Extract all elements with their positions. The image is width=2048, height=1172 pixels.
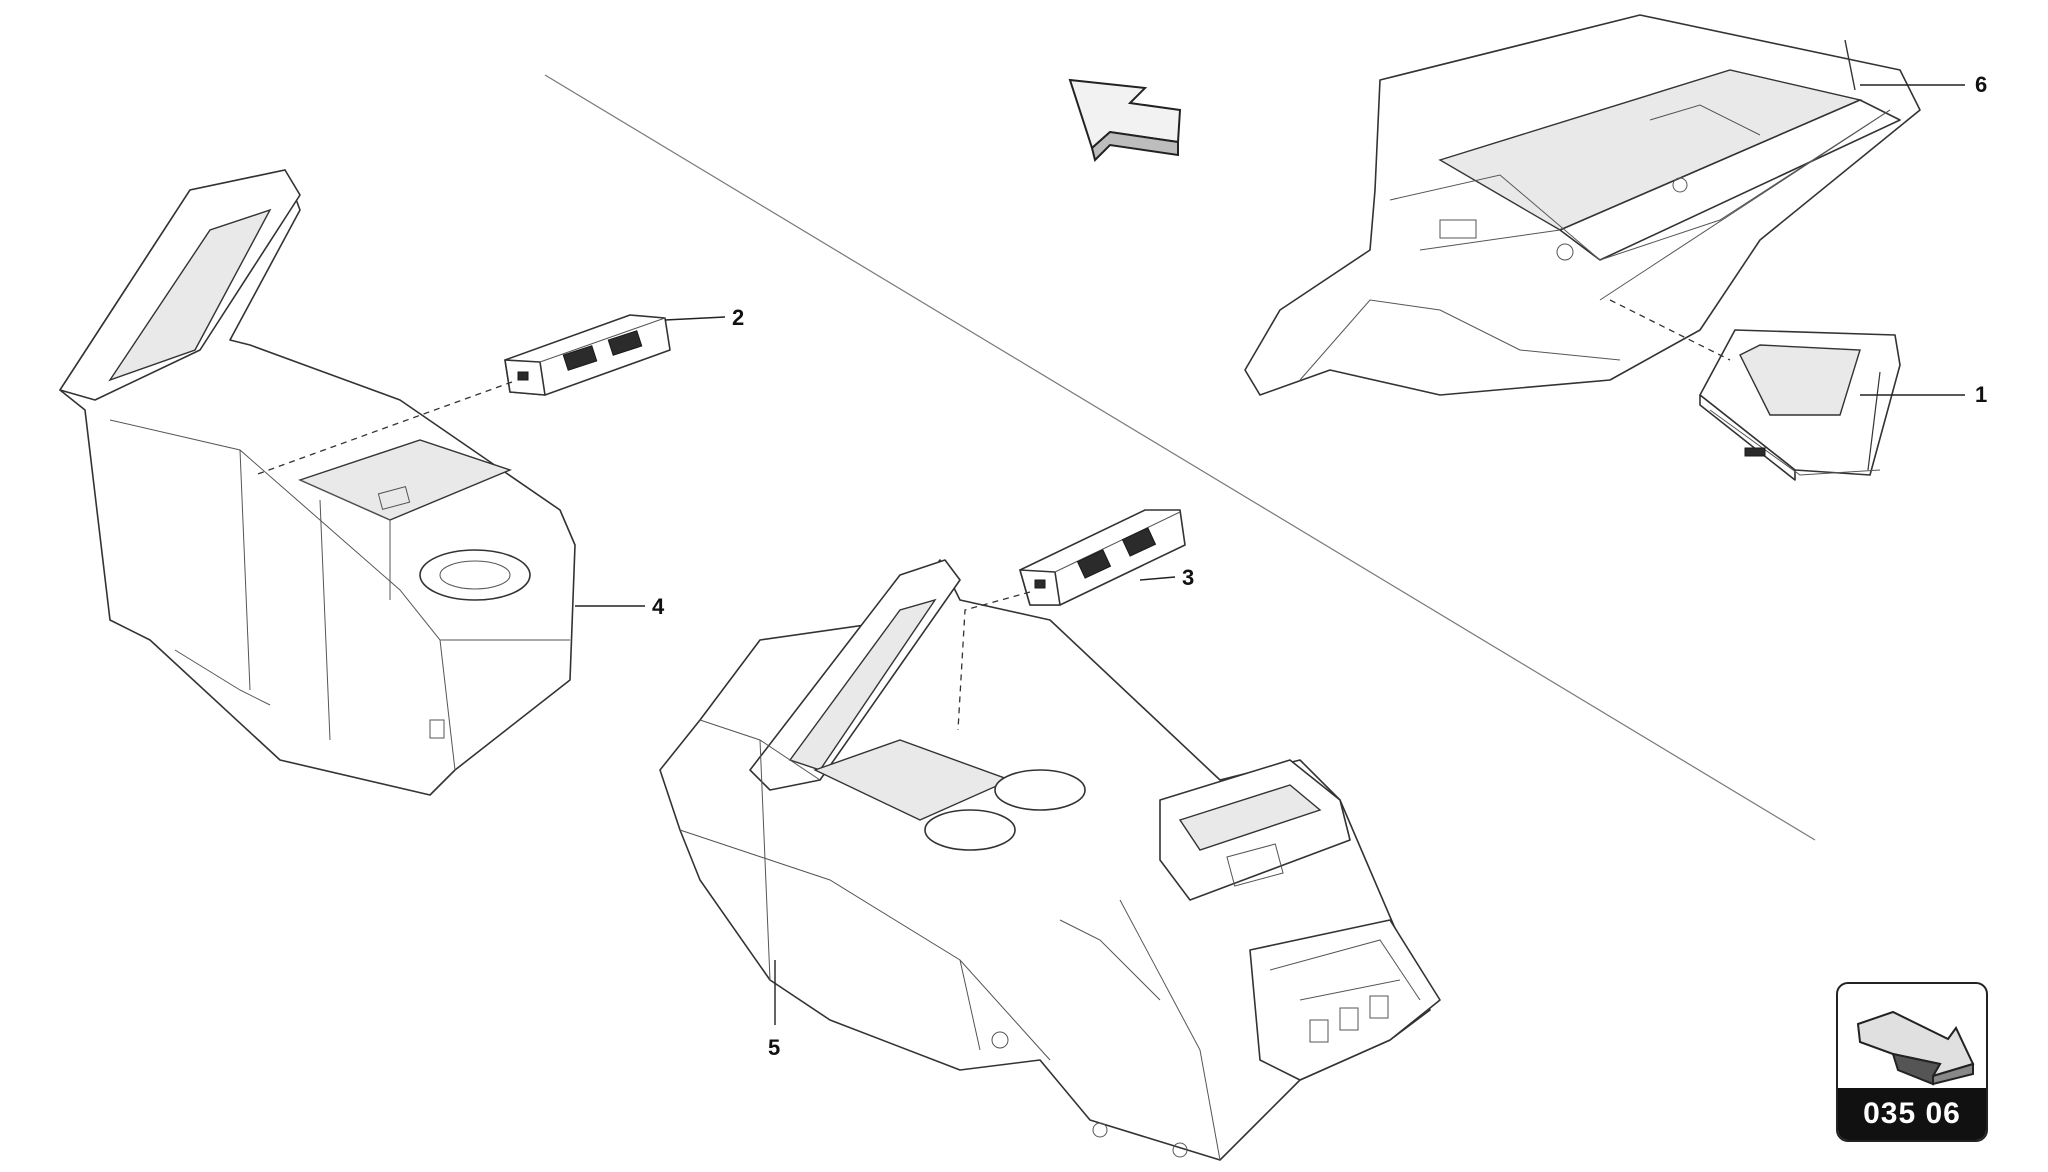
callout-3: 3 [1182,565,1194,590]
assembly-line-3-to-5 [957,591,1031,731]
part-1-control-unit [1699,329,1901,481]
reference-code: 035 06 [1838,1088,1986,1140]
part-5-center-console [659,559,1441,1161]
part-2-usb-module [504,314,671,396]
callout-1: 1 [1975,382,1987,407]
part-4-armrest-console [59,169,576,796]
reference-badge[interactable]: 035 06 [1836,982,1988,1142]
leader-line-3 [1139,576,1176,581]
callout-4: 4 [652,594,665,619]
assembly-line-2-to-4 [254,381,513,476]
leader-line-2 [664,316,726,321]
part-6-glovebox-tray [1244,14,1921,396]
callout-5: 5 [768,1035,780,1060]
callout-6: 6 [1975,72,1987,97]
separator-line [544,74,1816,841]
reference-arrow-icon [1856,1010,1975,1086]
callout-2: 2 [732,305,744,330]
part-3-usb-module [1019,509,1186,606]
direction-arrow-icon [1068,78,1182,162]
assembly-line-1-to-6 [1609,299,1731,361]
